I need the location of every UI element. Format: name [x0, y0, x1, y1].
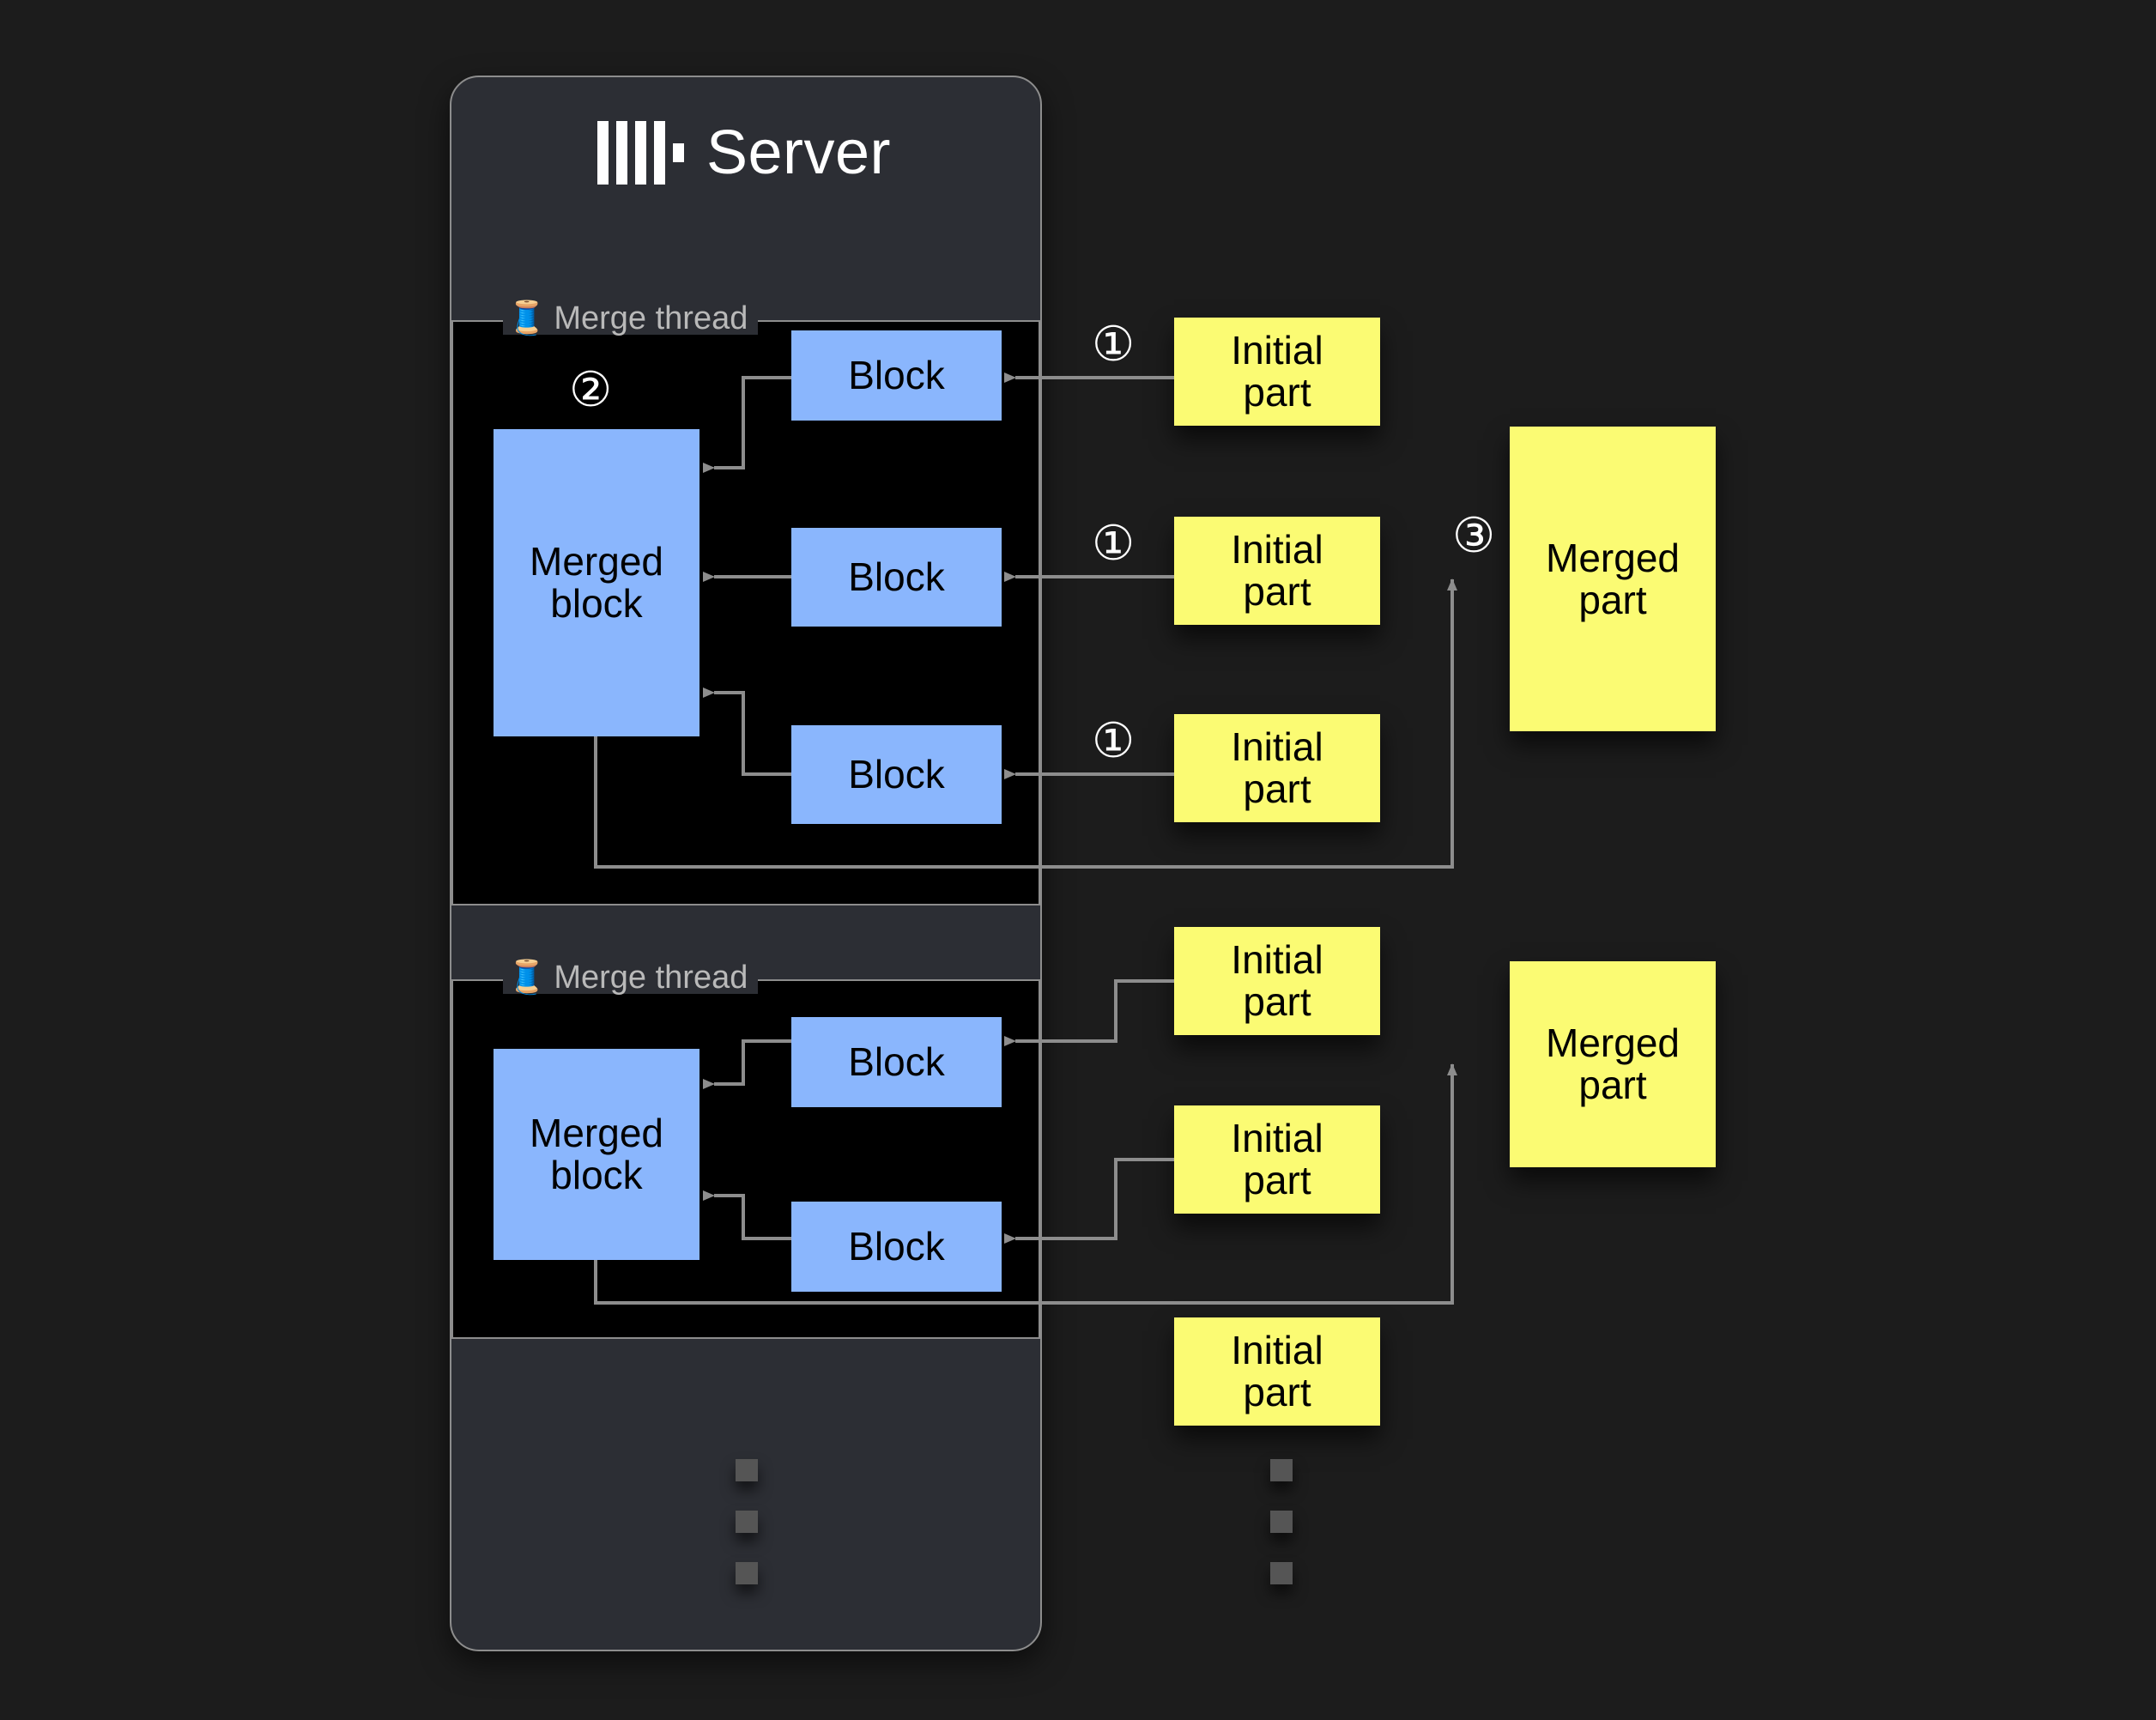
merge-thread-label-1: 🧵 Merge thread [503, 300, 759, 336]
initial-part-1-1-label: Initial part [1231, 328, 1323, 415]
initial-part-2-2-label: Initial part [1231, 1116, 1323, 1202]
block-2-1-label: Block [848, 1039, 945, 1085]
step-1-marker-1: ① [1092, 317, 1136, 372]
initial-part-1-3-label: Initial part [1231, 724, 1323, 811]
merged-part-1: Merged part [1510, 427, 1716, 731]
initial-part-1-2: Initial part [1174, 517, 1380, 625]
merged-block-2: Merged block [494, 1049, 699, 1260]
initial-part-extra-label: Initial part [1231, 1328, 1323, 1414]
initial-part-1-1: Initial part [1174, 318, 1380, 426]
block-1-1-label: Block [848, 353, 945, 398]
ellipsis-dot [736, 1562, 758, 1584]
ellipsis-server [736, 1459, 758, 1614]
block-1-3: Block [791, 725, 1002, 824]
ellipsis-dot [736, 1511, 758, 1533]
block-1-1: Block [791, 330, 1002, 421]
ellipsis-dot [1270, 1459, 1293, 1481]
merge-thread-label-2: 🧵 Merge thread [503, 960, 759, 996]
ellipsis-dot [1270, 1511, 1293, 1533]
clickhouse-logo-icon [597, 121, 684, 185]
merge-thread-label-text-1: Merge thread [554, 300, 748, 336]
block-2-1: Block [791, 1017, 1002, 1107]
server-title: Server [450, 110, 1039, 196]
ellipsis-parts [1270, 1459, 1293, 1614]
merged-block-1: Merged block [494, 429, 699, 736]
thread-spool-icon: 🧵 [506, 960, 548, 996]
block-2-2: Block [791, 1202, 1002, 1292]
merge-thread-label-text-2: Merge thread [554, 960, 748, 996]
initial-part-extra: Initial part [1174, 1317, 1380, 1426]
merged-block-1-label: Merged block [530, 539, 663, 626]
step-2-marker: ② [569, 362, 613, 418]
merged-block-2-label: Merged block [530, 1111, 663, 1197]
step-1-marker-3: ① [1092, 713, 1136, 769]
merged-part-2-label: Merged part [1546, 1020, 1680, 1107]
block-2-2-label: Block [848, 1224, 945, 1269]
step-3-marker: ③ [1452, 508, 1496, 564]
thread-spool-icon: 🧵 [506, 300, 548, 336]
block-1-2: Block [791, 528, 1002, 627]
merged-part-1-label: Merged part [1546, 535, 1680, 622]
block-1-2-label: Block [848, 554, 945, 600]
server-title-label: Server [706, 118, 892, 187]
initial-part-1-3: Initial part [1174, 714, 1380, 822]
step-1-marker-2: ① [1092, 516, 1136, 572]
initial-part-2-2: Initial part [1174, 1105, 1380, 1214]
initial-part-1-2-label: Initial part [1231, 527, 1323, 614]
block-1-3-label: Block [848, 752, 945, 797]
ellipsis-dot [1270, 1562, 1293, 1584]
merged-part-2: Merged part [1510, 961, 1716, 1167]
ellipsis-dot [736, 1459, 758, 1481]
initial-part-2-1-label: Initial part [1231, 937, 1323, 1024]
initial-part-2-1: Initial part [1174, 927, 1380, 1035]
